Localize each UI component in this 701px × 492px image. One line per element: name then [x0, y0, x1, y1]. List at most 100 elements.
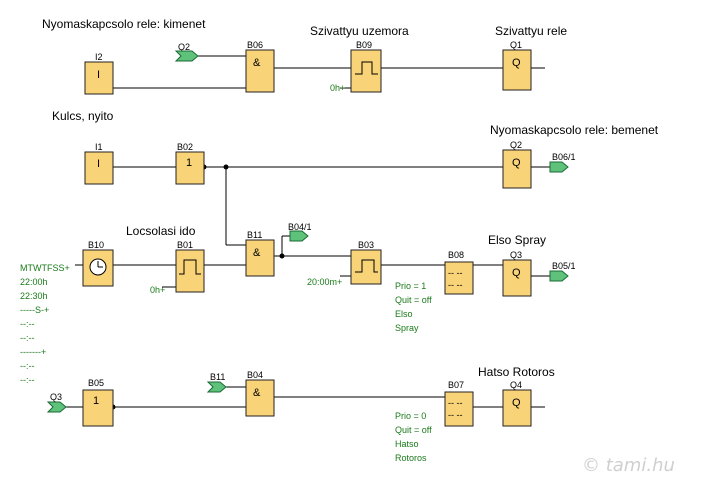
param-line: -------+ [20, 347, 46, 357]
param-line: -----S-+ [20, 305, 49, 315]
block-q1[interactable]: Q1 Q [502, 40, 532, 91]
b08-parameters: Prio = 1 Quit = off Elso Spray [395, 281, 432, 333]
param-line: --:-- [20, 319, 35, 329]
block-id-label: I1 [95, 142, 103, 152]
title-i2: Nyomaskapcsolo rele: kimenet [42, 17, 206, 31]
block-b03-pulse-timer[interactable]: B03 20:00m+ [307, 240, 382, 287]
block-param: 20:00m+ [307, 277, 342, 287]
flag-label: B06/1 [552, 152, 576, 162]
title-q2: Nyomaskapcsolo rele: bemenet [490, 123, 659, 137]
title-q1: Szivattyu rele [495, 24, 567, 38]
block-id-label: Q4 [510, 380, 522, 390]
b10-parameters: MTWTFSS+ 22:00h 22:30h -----S-+ --:-- --… [20, 263, 70, 385]
block-symbol: -- -- [448, 398, 463, 408]
block-symbol: I [97, 69, 100, 81]
param-line: Quit = off [395, 425, 432, 435]
param-line: Hatso [395, 439, 419, 449]
wires-row3 [75, 235, 550, 288]
timer-pulse-icon [179, 259, 201, 275]
block-symbol: & [253, 387, 261, 399]
block-b09-hours-counter[interactable]: B09 0h+ [330, 40, 382, 93]
title-q4: Hatso Rotoros [478, 365, 555, 379]
block-b10-week-timer[interactable]: B10 [82, 240, 114, 287]
b07-parameters: Prio = 0 Quit = off Hatso Rotoros [395, 411, 432, 463]
block-symbol: Q [512, 397, 521, 409]
block-b02-not[interactable]: B02 1 [175, 142, 205, 185]
title-b01: Locsolasi ido [126, 224, 196, 238]
block-symbol: 1 [186, 157, 192, 169]
block-symbol: 1 [93, 395, 99, 407]
block-id-label: B06 [247, 40, 263, 50]
block-id-label: B07 [448, 380, 464, 390]
title-i1: Kulcs, nyito [52, 109, 114, 123]
param-line: Rotoros [395, 453, 427, 463]
wires-row4 [66, 386, 545, 408]
block-id-label: B09 [356, 40, 372, 50]
flag-b11-input[interactable]: B11 [206, 372, 227, 393]
param-line: --:-- [20, 375, 35, 385]
flag-label: B05/1 [552, 261, 576, 271]
block-b08-message[interactable]: B08 -- -- -- -- [444, 250, 474, 295]
block-i2[interactable]: I2 I [84, 52, 114, 95]
block-symbol: -- -- [448, 268, 463, 278]
wires-row1 [113, 55, 545, 89]
block-id-label: Q3 [510, 250, 522, 260]
block-symbol: & [253, 247, 261, 259]
block-symbol: -- -- [448, 280, 463, 290]
block-q3[interactable]: Q3 Q [502, 250, 532, 297]
block-id-label: B11 [247, 230, 262, 240]
flag-label: B11 [210, 372, 225, 382]
block-symbol: -- -- [448, 410, 463, 420]
block-id-label: B01 [177, 240, 193, 250]
timer-pulse-icon [355, 259, 378, 273]
param-line: 22:30h [20, 291, 48, 301]
param-line: Elso [395, 309, 413, 319]
block-id-label: B05 [88, 378, 104, 388]
flag-label: B04/1 [288, 222, 312, 232]
block-b05-not[interactable]: B05 1 [82, 378, 114, 427]
junction-dot [279, 253, 285, 259]
param-line: --:-- [20, 361, 35, 371]
block-id-label: B08 [448, 250, 464, 260]
param-line: Prio = 1 [395, 281, 426, 291]
param-line: MTWTFSS+ [20, 263, 70, 273]
param-line: Spray [395, 323, 419, 333]
block-param: 0h+ [330, 83, 345, 93]
flag-b06-output[interactable]: B06/1 [549, 152, 576, 173]
block-id-label: B04 [247, 370, 263, 380]
block-q2[interactable]: Q2 Q [502, 140, 532, 189]
block-symbol: Q [512, 157, 521, 169]
flag-q3-input[interactable]: Q3 [46, 392, 67, 413]
flag-q2-input[interactable]: Q2 [174, 42, 199, 62]
title-b09: Szivattyu uzemora [310, 24, 409, 38]
block-symbol: & [253, 57, 261, 69]
flag-label: Q3 [50, 392, 62, 402]
param-line: Prio = 0 [395, 411, 426, 421]
wires-row2 [113, 166, 550, 246]
block-param: 0h+ [150, 285, 165, 295]
junction-dot [223, 164, 229, 170]
flag-b04-output[interactable]: B04/1 [288, 222, 312, 242]
block-id-label: Q2 [510, 140, 522, 150]
block-id-label: B02 [177, 142, 193, 152]
block-symbol: I [97, 158, 100, 170]
title-q3: Elso Spray [488, 233, 546, 247]
block-b04-and[interactable]: B04 & [245, 370, 275, 417]
block-b07-message[interactable]: B07 -- -- -- -- [444, 380, 474, 427]
timer-pulse-icon [355, 61, 378, 75]
block-symbol: Q [512, 267, 521, 279]
block-b11-and[interactable]: B11 & [245, 230, 275, 277]
watermark: © tami.hu [582, 455, 675, 476]
block-id-label: Q1 [510, 40, 522, 50]
param-line: 22:00h [20, 277, 48, 287]
block-b06-and[interactable]: B06 & [245, 40, 275, 93]
block-i1[interactable]: I1 I [84, 142, 114, 185]
flag-label: Q2 [178, 42, 190, 52]
block-q4[interactable]: Q4 Q [502, 380, 532, 427]
block-b01-timer[interactable]: B01 0h+ [150, 240, 205, 295]
block-symbol: Q [512, 57, 521, 69]
flag-b05-output[interactable]: B05/1 [549, 261, 576, 282]
block-id-label: B10 [88, 240, 104, 250]
param-line: Quit = off [395, 295, 432, 305]
